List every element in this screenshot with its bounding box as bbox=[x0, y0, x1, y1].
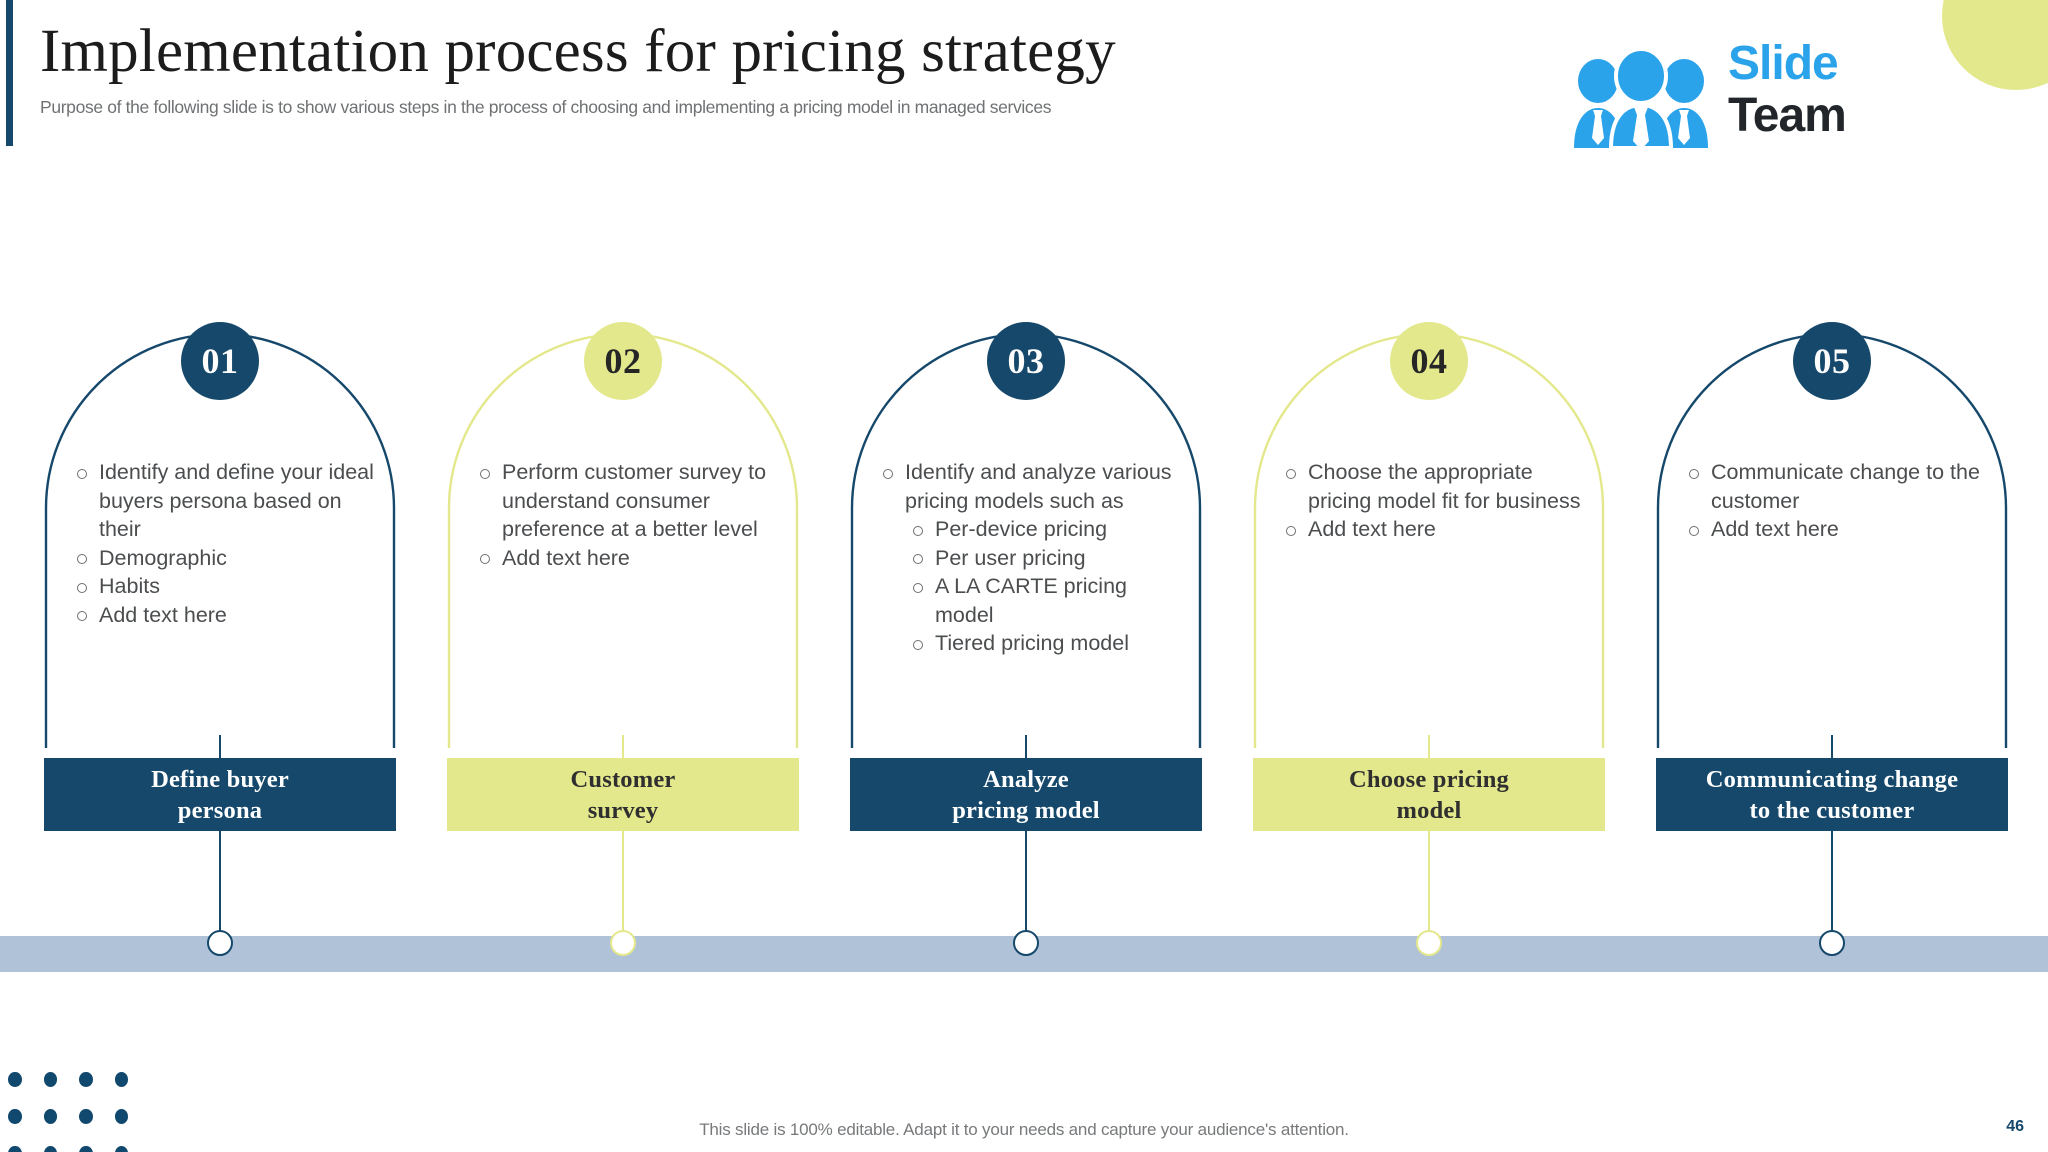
bullet-item: A LA CARTE pricing model bbox=[872, 572, 1188, 629]
bullet-item: Add text here bbox=[66, 601, 382, 630]
decorative-dot-grid bbox=[8, 1072, 128, 1152]
people-group-icon bbox=[1566, 47, 1716, 150]
step-number-badge: 01 bbox=[181, 322, 259, 400]
dot bbox=[43, 1072, 57, 1087]
bullet-item: Add text here bbox=[1275, 515, 1591, 544]
connector-line-upper bbox=[622, 735, 624, 759]
page-number: 46 bbox=[2006, 1118, 2024, 1135]
timeline-end-marker bbox=[1416, 930, 1442, 956]
dot bbox=[79, 1109, 93, 1124]
step-number-badge: 03 bbox=[987, 322, 1065, 400]
step-bullet-list: Perform customer survey to understand co… bbox=[469, 458, 785, 572]
dot bbox=[114, 1072, 128, 1087]
connector-line-lower bbox=[1428, 831, 1430, 941]
dot bbox=[114, 1109, 128, 1124]
connector-line-upper bbox=[1831, 735, 1833, 759]
timeline-end-marker bbox=[610, 930, 636, 956]
connector-line-upper bbox=[1025, 735, 1027, 759]
dot bbox=[43, 1109, 57, 1124]
timeline-end-marker bbox=[207, 930, 233, 956]
step-number-badge: 02 bbox=[584, 322, 662, 400]
slide-header: Implementation process for pricing strat… bbox=[40, 18, 1490, 118]
page-subtitle: Purpose of the following slide is to sho… bbox=[40, 97, 1052, 118]
bullet-item: Choose the appropriate pricing model fit… bbox=[1275, 458, 1591, 515]
bullet-item: Identify and analyze various pricing mod… bbox=[872, 458, 1188, 515]
dot bbox=[79, 1072, 93, 1087]
footer-note: This slide is 100% editable. Adapt it to… bbox=[699, 1120, 1349, 1139]
slideteam-logo: Slide Team bbox=[1566, 37, 1886, 150]
dot bbox=[8, 1109, 22, 1124]
bullet-item: Tiered pricing model bbox=[872, 629, 1188, 658]
timeline-end-marker bbox=[1013, 930, 1039, 956]
timeline-end-marker bbox=[1819, 930, 1845, 956]
connector-line-lower bbox=[1831, 831, 1833, 941]
bullet-item: Add text here bbox=[469, 544, 785, 573]
connector-line-lower bbox=[219, 831, 221, 941]
bullet-item: Per-device pricing bbox=[872, 515, 1188, 544]
dot bbox=[43, 1146, 57, 1152]
step-number-badge: 05 bbox=[1793, 322, 1871, 400]
dot bbox=[8, 1146, 22, 1152]
page-title: Implementation process for pricing strat… bbox=[40, 18, 1116, 85]
step-bullet-list: Identify and analyze various pricing mod… bbox=[872, 458, 1188, 658]
step-bullet-list: Identify and define your ideal buyers pe… bbox=[66, 458, 382, 629]
dot-row bbox=[8, 1109, 128, 1124]
step-number-badge: 04 bbox=[1390, 322, 1468, 400]
logo-word-slide: Slide bbox=[1728, 37, 1839, 90]
bullet-item: Demographic bbox=[66, 544, 382, 573]
dot bbox=[8, 1072, 22, 1087]
bullet-item: Add text here bbox=[1678, 515, 1994, 544]
logo-word-team: Team bbox=[1728, 89, 1847, 142]
dot bbox=[79, 1146, 93, 1152]
step-bullet-list: Choose the appropriate pricing model fit… bbox=[1275, 458, 1591, 544]
connector-line-lower bbox=[1025, 831, 1027, 941]
title-accent-bar bbox=[6, 0, 13, 146]
dot-row bbox=[8, 1072, 128, 1087]
connector-line-upper bbox=[1428, 735, 1430, 759]
bullet-item: Communicate change to the customer bbox=[1678, 458, 1994, 515]
connector-line-lower bbox=[622, 831, 624, 941]
connector-line-upper bbox=[219, 735, 221, 759]
bullet-item: Perform customer survey to understand co… bbox=[469, 458, 785, 544]
bullet-item: Per user pricing bbox=[872, 544, 1188, 573]
bullet-item: Identify and define your ideal buyers pe… bbox=[66, 458, 382, 544]
logo-wordmark: Slide Team bbox=[1728, 37, 1847, 142]
dot bbox=[114, 1146, 128, 1152]
dot-row bbox=[8, 1146, 128, 1152]
decorative-corner-circle bbox=[1942, 0, 2048, 90]
bullet-item: Habits bbox=[66, 572, 382, 601]
